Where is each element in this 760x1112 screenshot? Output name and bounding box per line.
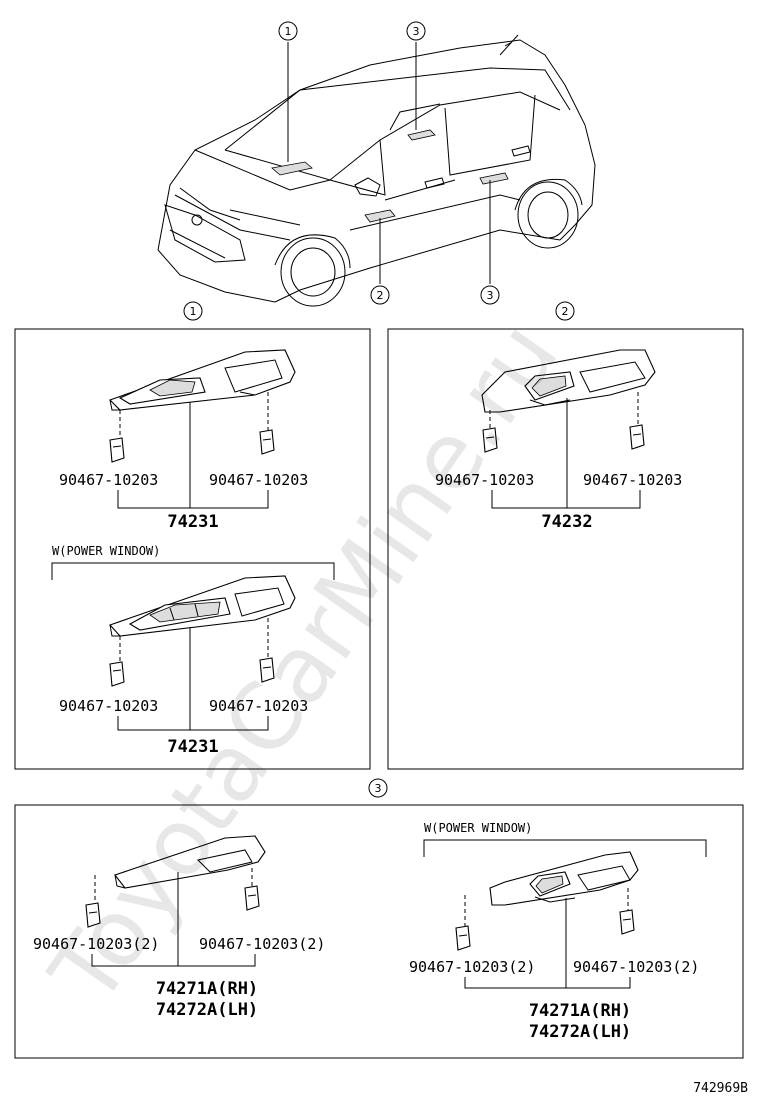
clip-right-upper [259, 392, 275, 455]
variant-bracket [51, 562, 335, 580]
part-number-right: 90467-10203 [583, 471, 682, 489]
part-number-left: 90467-10203 [59, 471, 158, 489]
switch-base-74271a-right [489, 851, 639, 906]
panel-1-frame [14, 328, 371, 770]
part-number-left: 90467-10203(2) [33, 935, 159, 953]
callout-circle-3-car: 3 [406, 21, 426, 41]
variant-note: W(POWER WINDOW) [424, 821, 532, 835]
part-number-right: 90467-10203(2) [573, 958, 699, 976]
part-number-left: 90467-10203(2) [409, 958, 535, 976]
callout-circle-1-car: 1 [278, 21, 298, 41]
part-number-right: 90467-10203 [209, 471, 308, 489]
part-number-left: 90467-10203 [435, 471, 534, 489]
switch-base-74232 [481, 349, 656, 413]
assembly-number-lh: 74272A(LH) [156, 1000, 258, 1020]
clip-right-p3a [244, 868, 260, 911]
section-label-3: 3 [368, 778, 388, 798]
variant-bracket [423, 839, 707, 857]
switch-base-74231-lower [109, 575, 296, 637]
svg-text:2: 2 [377, 289, 384, 302]
clip-left-p2 [482, 410, 498, 453]
panel-2-frame [387, 328, 744, 770]
callout-leaders [287, 42, 491, 284]
assembly-number: 74232 [541, 512, 592, 532]
callout-circle-2-car: 2 [370, 285, 390, 305]
assembly-number-rh: 74271A(RH) [156, 979, 258, 999]
switch-base-74231-upper [108, 349, 296, 411]
clip-left-p3a [85, 875, 101, 928]
svg-text:1: 1 [190, 305, 197, 318]
clip-left-p3b [455, 895, 471, 951]
part-number-right: 90467-10203(2) [199, 935, 325, 953]
assembly-number: 74231 [167, 737, 218, 757]
assembly-number: 74231 [167, 512, 218, 532]
section-label-2: 2 [555, 301, 575, 321]
variant-note: W(POWER WINDOW) [52, 544, 160, 558]
clip-left-upper [109, 410, 125, 463]
clip-right-p2 [629, 392, 645, 450]
figure-id: 742969B [693, 1081, 748, 1096]
assembly-number-lh: 74272A(LH) [529, 1022, 631, 1042]
assembly-number-rh: 74271A(RH) [529, 1001, 631, 1021]
svg-text:2: 2 [562, 305, 569, 318]
vehicle-illustration [157, 34, 596, 307]
switch-base-74271a-left [114, 835, 266, 889]
panel-3-frame [14, 804, 744, 1059]
section-label-1: 1 [183, 301, 203, 321]
svg-text:3: 3 [375, 782, 382, 795]
clip-left-lower [109, 636, 125, 687]
clip-right-p3b [619, 888, 635, 935]
clip-right-lower [259, 618, 275, 683]
callout-circle-3-car-rear: 3 [480, 285, 500, 305]
svg-text:3: 3 [413, 25, 420, 38]
svg-text:3: 3 [487, 289, 494, 302]
part-number-right: 90467-10203 [209, 697, 308, 715]
svg-text:1: 1 [285, 25, 292, 38]
part-number-left: 90467-10203 [59, 697, 158, 715]
